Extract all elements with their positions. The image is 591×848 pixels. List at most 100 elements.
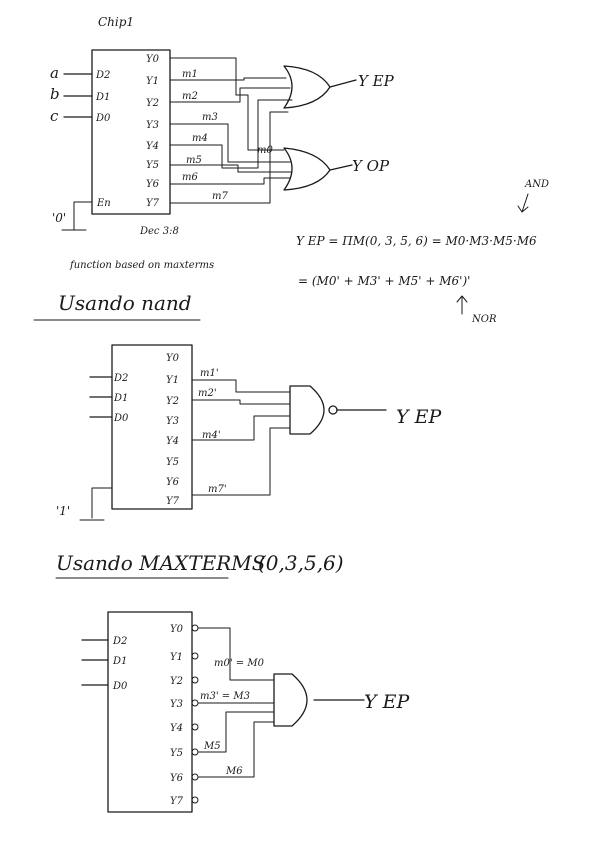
- nand-gate: [289, 385, 325, 435]
- wire2-label-m1: m1': [200, 368, 219, 379]
- wire-label-m4: m4: [192, 133, 208, 144]
- decoder-3-out-y7: Y7: [170, 796, 184, 807]
- wire-label-m6: m6: [182, 172, 198, 183]
- decoder-3-out-y5: Y5: [170, 748, 183, 759]
- wire2-y4: [191, 415, 291, 441]
- wire-y7: [169, 111, 289, 204]
- section-2-nand-circuit: Usando nand D2 D1 D0 Y0 Y1 Y2 Y3 Y4 Y5 Y…: [33, 291, 442, 521]
- wire2-label-m4: m4': [202, 430, 221, 441]
- wire-y5: [169, 164, 293, 173]
- decoder-2-enable-wire: [91, 487, 113, 519]
- note-nor: NOR: [471, 314, 497, 325]
- decoder-3-in-d2: D2: [112, 636, 127, 647]
- or-gate-ep: [283, 65, 331, 109]
- note-and-arrow: [517, 193, 529, 213]
- wire2-label-m2: m2': [198, 388, 217, 399]
- decoder-3-out-y6: Y6: [170, 773, 184, 784]
- decoder-1-in-d0: D0: [95, 113, 111, 124]
- enable-label: En: [96, 198, 111, 209]
- wire2-y1: [191, 379, 291, 393]
- section-3-output-label: Y EP: [364, 691, 410, 713]
- decoder-2-out-y4: Y4: [166, 436, 179, 447]
- decoder-1-out-y5: Y5: [146, 160, 159, 171]
- input-c-label: c: [50, 107, 59, 125]
- or-gate-op: [283, 147, 331, 191]
- decoder-part-label: Dec 3:8: [139, 226, 179, 237]
- wire-label-m1: m1: [182, 69, 198, 80]
- or-gate-ep-output-wire: [329, 79, 357, 88]
- wire3-label-m3: m3' = M3: [200, 691, 250, 702]
- wire-y0: [169, 57, 285, 151]
- wire3-label-m5: M5: [203, 741, 221, 752]
- wire-label-m0: m0: [257, 145, 273, 156]
- wire3-y0: [197, 627, 275, 681]
- decoder-1-out-y7: Y7: [146, 198, 160, 209]
- decoder-1-out-y0: Y0: [146, 54, 160, 65]
- wire-label-m5: m5: [186, 155, 202, 166]
- or-gate-op-output-wire: [329, 164, 353, 171]
- wire2-y2: [191, 399, 291, 405]
- decoder-2-out-y0: Y0: [166, 353, 180, 364]
- wire2-y7: [191, 427, 291, 496]
- section-1-decoder-circuit: Chip1 a b c D2 D1 D0 Y0 Y1 Y2 Y3 Y4 Y5 Y…: [50, 15, 395, 271]
- decoder-1-in-d2: D2: [95, 70, 110, 81]
- wire3-label-m0: m0' = M0: [214, 658, 265, 669]
- decoder-2-in-d0: D0: [113, 413, 129, 424]
- decoder-1-box: [91, 49, 171, 215]
- decoder-3-in-d0: D0: [112, 681, 128, 692]
- bubble-y1: [191, 652, 199, 660]
- equation-line-2: = (M0' + M3' + M5' + M6')': [298, 274, 470, 288]
- decoder-2-out-y2: Y2: [166, 396, 179, 407]
- decoder-1-out-y3: Y3: [146, 120, 159, 131]
- decoder-3-out-y1: Y1: [170, 652, 183, 663]
- decoder-3-out-y0: Y0: [170, 624, 184, 635]
- output-yep-label: Y EP: [358, 72, 395, 90]
- wire3-y5: [197, 711, 275, 753]
- decoder-2-in-d2: D2: [113, 373, 128, 384]
- decoder-1-out-y1: Y1: [146, 76, 159, 87]
- bubble-y5: [191, 748, 199, 756]
- bubble-y0: [191, 624, 199, 632]
- note-and: AND: [524, 179, 549, 190]
- wire-y1: [169, 77, 287, 81]
- equation-line-1: Y EP = ΠM(0, 3, 5, 6) = M0·M3·M5·M6: [296, 234, 537, 248]
- wire-y4: [169, 99, 293, 169]
- chip-label: Chip1: [98, 15, 134, 29]
- bubble-y4: [191, 723, 199, 731]
- enable-wire: [73, 201, 93, 231]
- wire3-label-m6: M6: [225, 766, 243, 777]
- section-2-title: Usando nand: [58, 291, 192, 315]
- bubble-y3: [191, 699, 199, 707]
- decoder-2-out-y7: Y7: [166, 496, 180, 507]
- equations-block: AND Y EP = ΠM(0, 3, 5, 6) = M0·M3·M5·M6 …: [296, 179, 549, 325]
- wire2-label-m7: m7': [208, 484, 227, 495]
- wire-y6: [169, 177, 291, 185]
- decoder-2-out-y5: Y5: [166, 457, 179, 468]
- input-a-label: a: [50, 64, 59, 82]
- bubble-y2: [191, 676, 199, 684]
- decoder-2-out-y1: Y1: [166, 375, 179, 386]
- decoder-2-out-y6: Y6: [166, 477, 180, 488]
- nand-gate-bubble: [328, 405, 338, 415]
- decoder-3-in-d1: D1: [112, 656, 127, 667]
- decoder-3-out-y4: Y4: [170, 723, 183, 734]
- decoder-3-out-y2: Y2: [170, 676, 183, 687]
- decoder-2-in-d1: D1: [113, 393, 128, 404]
- wire-y2: [169, 87, 291, 103]
- decoder-1-out-y6: Y6: [146, 179, 160, 190]
- wire-y3: [169, 123, 291, 163]
- decoder-2-box: [111, 344, 193, 510]
- decoder-1-in-d1: D1: [95, 92, 110, 103]
- section-3-maxterms-circuit: Usando MAXTERMS (0,3,5,6) D2 D1 D0 Y0 Y1…: [55, 551, 410, 813]
- decoder-2-enable-value: '1': [56, 504, 70, 518]
- enable-value-label: '0': [52, 211, 66, 225]
- and-gate: [273, 673, 308, 727]
- note-nor-arrow: [456, 295, 468, 315]
- section-3-title-set: (0,3,5,6): [258, 551, 344, 575]
- output-yop-label: Y OP: [352, 157, 390, 175]
- decoder-3-box: [107, 611, 193, 813]
- wire-label-m2: m2: [182, 91, 198, 102]
- wire-label-m3: m3: [202, 112, 218, 123]
